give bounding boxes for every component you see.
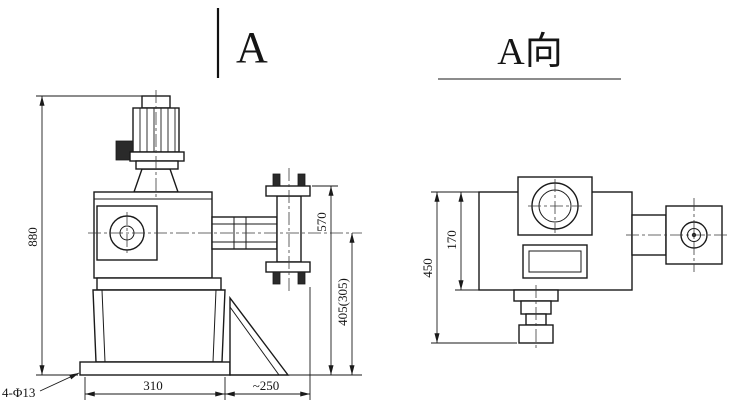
side-centerlines	[528, 179, 728, 348]
base-plate	[79, 361, 231, 376]
gearbox	[93, 191, 213, 279]
top-flange	[265, 185, 311, 197]
gusset-inner-edge	[229, 306, 280, 376]
leader-line	[39, 372, 80, 392]
dim-label: 310	[143, 378, 163, 393]
view-a-dimensions: 450 170	[420, 191, 517, 344]
flange-bolt	[297, 271, 306, 285]
motor	[115, 95, 185, 193]
dimension-570: 570	[232, 185, 362, 376]
side-inner-panel	[522, 244, 588, 279]
dim-label: 170	[444, 230, 459, 250]
dim-label: 570	[314, 212, 329, 232]
motor-base-plate	[135, 160, 179, 170]
gusset-plate	[229, 295, 290, 376]
base-body	[92, 289, 226, 363]
hole-callout: 4-Φ13	[2, 372, 80, 400]
front-dimensions: 880 570 405(305) 310 ~250 4-Φ13	[2, 95, 362, 400]
front-view	[79, 90, 362, 376]
side-inner-panel-detail	[528, 250, 582, 273]
dim-label: 450	[420, 258, 435, 278]
view-a	[478, 176, 728, 348]
base-wall-left	[101, 289, 106, 363]
dimension-310: 310	[84, 377, 226, 400]
dimension-405-305: 405(305)	[335, 233, 355, 375]
flange-bolt	[297, 173, 306, 187]
motor-fins	[139, 108, 176, 152]
hole-callout-label: 4-Φ13	[2, 385, 35, 400]
base-stand	[79, 277, 290, 376]
dimension-250: ~250	[225, 287, 311, 400]
dim-label: 405(305)	[335, 278, 350, 326]
motor-terminal-box	[115, 140, 134, 161]
flange-bolt	[272, 173, 281, 187]
pump-head	[211, 173, 311, 285]
dim-label: ~250	[253, 378, 280, 393]
dimension-880: 880	[25, 95, 143, 376]
dimension-170: 170	[444, 192, 479, 291]
dim-label: 880	[25, 227, 40, 247]
front-centerlines	[88, 90, 362, 292]
view-a-title-text: A向	[497, 31, 562, 73]
base-rim	[96, 277, 222, 291]
section-label: A	[236, 23, 268, 72]
section-indicator: A	[216, 8, 268, 78]
dimension-450: 450	[420, 191, 517, 344]
view-a-title: A向	[438, 31, 621, 80]
base-wall-right	[212, 289, 217, 363]
motor-base-flange	[129, 151, 185, 162]
bottom-flange	[265, 261, 311, 273]
flange-bolt	[272, 271, 281, 285]
